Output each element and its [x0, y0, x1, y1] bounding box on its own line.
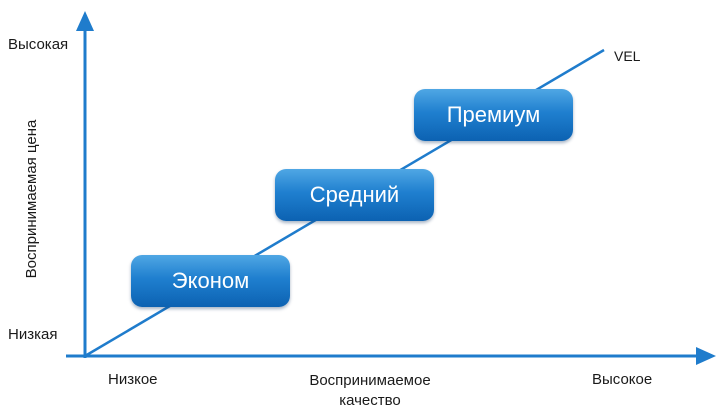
vel-line-label: VEL — [614, 48, 641, 64]
x-axis-high-label: Высокое — [592, 371, 653, 388]
x-axis-arrow — [696, 347, 716, 365]
middle-box-label: Средний — [309, 182, 400, 207]
y-axis-high-label: Высокая — [8, 36, 69, 53]
x-axis-low-label: Низкое — [108, 371, 158, 388]
premium-box-label: Премиум — [446, 102, 541, 127]
middle-box: Средний — [275, 169, 434, 221]
x-axis-title: Воспринимаемое качество — [309, 372, 431, 409]
y-axis-arrow — [76, 11, 94, 31]
econom-box: Эконом — [131, 255, 290, 307]
y-axis-low-label: Низкая — [8, 326, 58, 343]
econom-box-label: Эконом — [171, 268, 250, 293]
premium-box: Премиум — [414, 89, 573, 141]
y-axis-title: Воспринимаемая цена — [23, 119, 40, 279]
